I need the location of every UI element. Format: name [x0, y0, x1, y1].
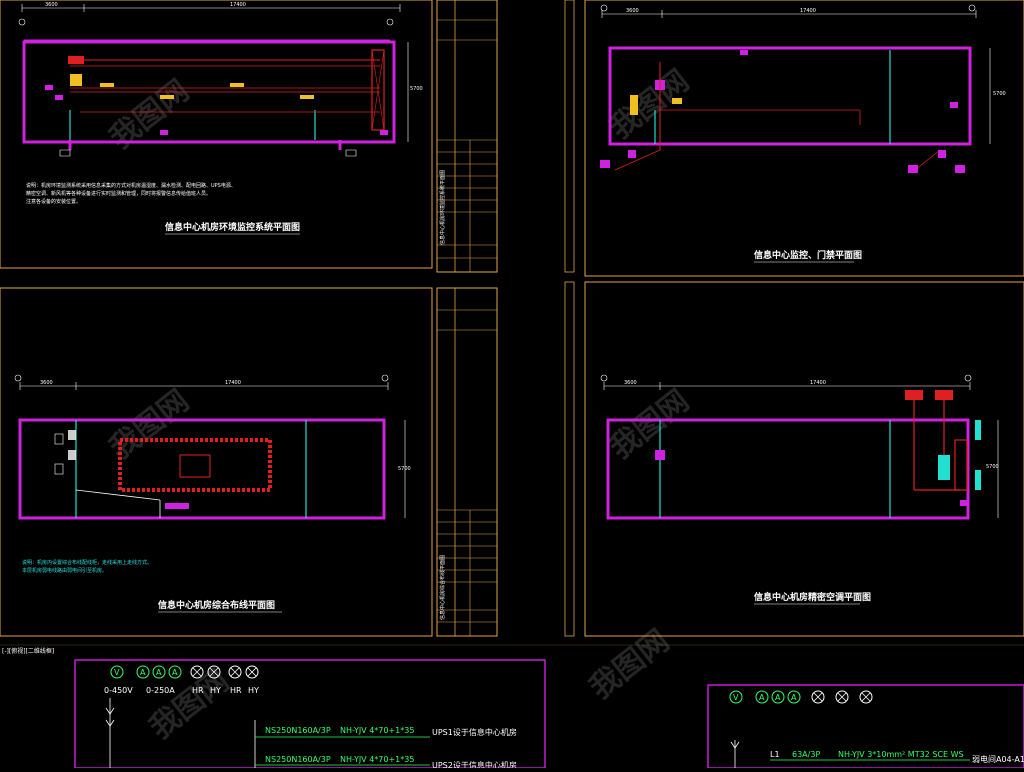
- dim-side: 5700: [410, 86, 423, 92]
- dim-first: 3600: [624, 380, 637, 386]
- lamp-icon: [835, 690, 849, 704]
- panel-top-left: 3600 17400 5700 说明：机房环境监测系统采用信息采集的方式对机房温…: [0, 0, 433, 269]
- destination-label: 弱电间A04-A1: [972, 754, 1024, 764]
- dim-side: 5700: [986, 464, 999, 470]
- dim-side: 5700: [398, 466, 411, 472]
- lamp-icon: [245, 665, 259, 679]
- lamp-icon: [228, 665, 242, 679]
- ammeter-icon: A: [759, 693, 765, 702]
- meter-label: HY: [210, 686, 221, 695]
- panel-bottom-left: 3600 17400 5700 说明：机房内设置综合布线配线柜，走线采用上走线方…: [0, 287, 433, 637]
- destination-label: UPS2设于信息中心机房: [432, 760, 517, 768]
- ammeter-icon: A: [775, 693, 781, 702]
- dim-first: 3600: [40, 380, 53, 386]
- note-line: 说明：机房环境监测系统采用信息采集的方式对机房温湿度、漏水检测、配电回路、UPS…: [26, 182, 236, 189]
- svg-text:我图网: 我图网: [603, 383, 695, 466]
- vertical-title: 信息中心机房综合布线平面图: [439, 555, 446, 620]
- voltmeter-icon: V: [114, 668, 120, 677]
- feeder-row: NS250N160A/3P NH-YJV 4*70+1*35 UPS1设于信息中…: [255, 726, 517, 738]
- breaker-label: NS250N160A/3P: [265, 755, 331, 764]
- dim-total: 17400: [800, 8, 816, 14]
- lamp-icon: [859, 690, 873, 704]
- vertical-title: 信息中心机房环境监控系统平面图: [439, 170, 446, 245]
- schematic-left: V A A A 0-450V 0-250A HR HY HR HY NS250N…: [74, 659, 546, 770]
- dim-total: 17400: [810, 380, 826, 386]
- note-line: 注意各设备的安装位置。: [26, 198, 81, 205]
- dim-first: 3600: [45, 2, 58, 8]
- lamp-icon: [207, 665, 221, 679]
- dim-total: 17400: [225, 380, 241, 386]
- meter-label: 0-250A: [146, 686, 175, 695]
- schematic-right: V A A A L1 63A/3P NH-YJV 3*10mm² MT32 SC…: [707, 684, 1024, 769]
- meter-label: 0-450V: [104, 686, 133, 695]
- dim-side: 5700: [993, 91, 1006, 97]
- panel-title: 信息中心机房精密空调平面图: [754, 591, 871, 603]
- voltmeter-icon: V: [733, 693, 739, 702]
- panel-top-right: 3600 17400 5700 信息中心监控、门禁平面图: [564, 0, 1024, 277]
- feeder-row: NS250N160A/3P NH-YJV 4*70+1*35 UPS2设于信息中…: [255, 755, 517, 770]
- meter-label: HR: [192, 686, 204, 695]
- destination-label: UPS1设于信息中心机房: [432, 727, 517, 737]
- dim-total: 17400: [230, 2, 246, 8]
- title-block-top: 信息中心机房环境监控系统平面图: [436, 0, 498, 273]
- note-block: 说明：机房内设置综合布线配线柜，走线采用上走线方式。 本层机房弱电线路由弱电间引…: [22, 559, 152, 574]
- panel-title: 信息中心机房综合布线平面图: [158, 599, 275, 611]
- svg-text:我图网: 我图网: [103, 73, 195, 156]
- lamp-icon: [190, 665, 204, 679]
- feeder-row: L1 63A/3P NH-YJV 3*10mm² MT32 SCE WS 弱电间…: [770, 750, 1024, 764]
- lamp-icon: [811, 690, 825, 704]
- view-tab-label[interactable]: [-][俯视][二维线框]: [2, 647, 54, 655]
- cable-label: NH-YJV 4*70+1*35: [340, 755, 414, 764]
- ammeter-icon: A: [156, 668, 162, 677]
- svg-text:我图网: 我图网: [103, 383, 195, 466]
- breaker-label: NS250N160A/3P: [265, 726, 331, 735]
- cable-label: NH-YJV 4*70+1*35: [340, 726, 414, 735]
- panel-bottom-right: 3600 17400 5700 信息中心机房精密空调平面图: [564, 281, 1024, 637]
- ammeter-icon: A: [791, 693, 797, 702]
- note-line: 本层机房弱电线路由弱电间引至机房。: [22, 567, 107, 574]
- phase-label: L1: [770, 750, 780, 759]
- panel-title: 信息中心监控、门禁平面图: [754, 249, 862, 261]
- note-block: 说明：机房环境监测系统采用信息采集的方式对机房温湿度、漏水检测、配电回路、UPS…: [26, 182, 236, 205]
- note-line: 精密空调、新风机等各种设备进行实时监测和管理，同时将报警信息传给值班人员。: [26, 190, 211, 197]
- meter-label: HY: [248, 686, 259, 695]
- meter-row: V A A A: [110, 665, 259, 679]
- panel-title: 信息中心机房环境监控系统平面图: [165, 221, 300, 233]
- cable-label: NH-YJV 3*10mm² MT32 SCE WS: [838, 750, 964, 759]
- title-block-bottom: 信息中心机房综合布线平面图: [436, 287, 498, 637]
- dim-first: 3600: [626, 8, 639, 14]
- svg-text:我图网: 我图网: [603, 63, 695, 146]
- note-line: 说明：机房内设置综合布线配线柜，走线采用上走线方式。: [22, 559, 152, 566]
- meter-label: HR: [230, 686, 242, 695]
- ammeter-icon: A: [140, 668, 146, 677]
- breaker-label: 63A/3P: [792, 750, 820, 759]
- ammeter-icon: A: [172, 668, 178, 677]
